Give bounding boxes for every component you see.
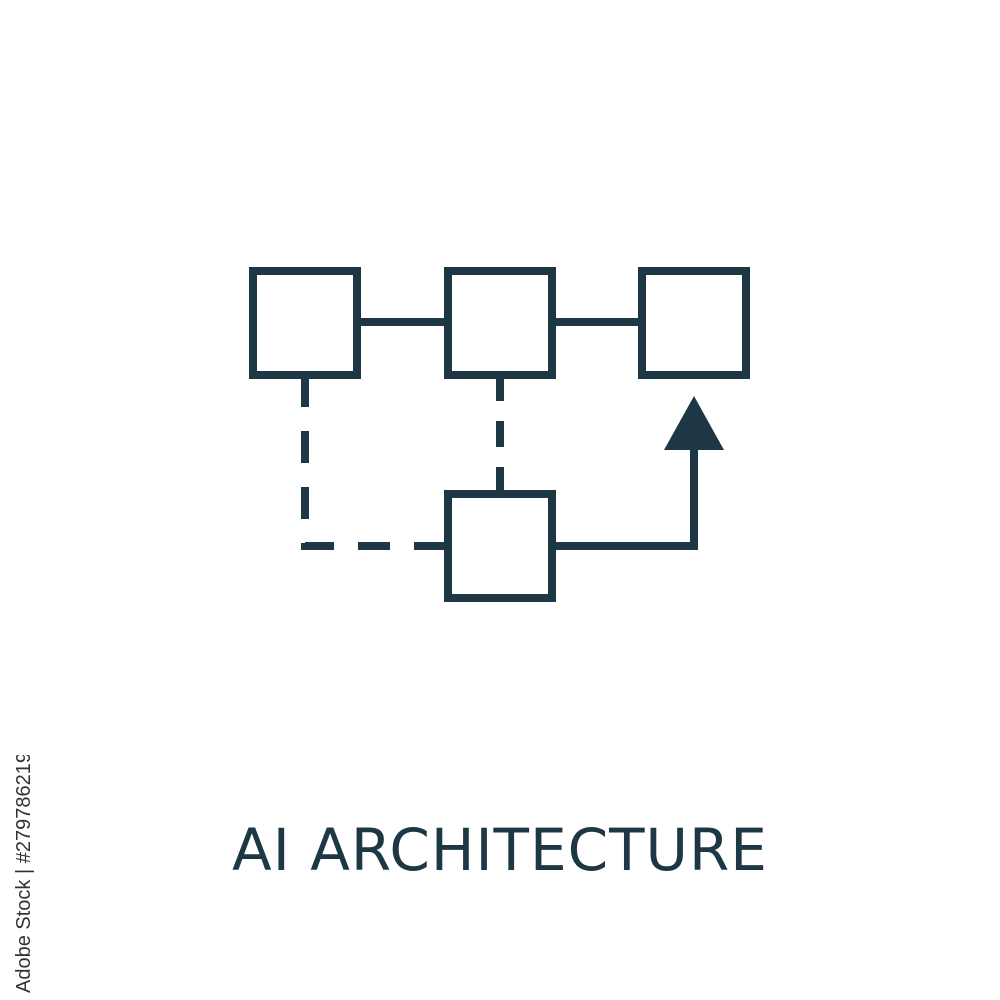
arrow-line <box>552 448 698 550</box>
top-right-node <box>638 267 750 379</box>
stock-id-text: Adobe Stock | #279786219 <box>13 755 35 993</box>
arrowhead-up-icon <box>664 396 724 450</box>
icon-caption: AI ARCHITECTURE <box>232 816 768 884</box>
stock-id-watermark: Adobe Stock | #279786219 <box>13 755 35 993</box>
top-left-node <box>249 267 361 379</box>
top-middle-node <box>444 267 556 379</box>
dashed-connector-left <box>301 375 448 550</box>
bottom-node <box>444 490 556 602</box>
